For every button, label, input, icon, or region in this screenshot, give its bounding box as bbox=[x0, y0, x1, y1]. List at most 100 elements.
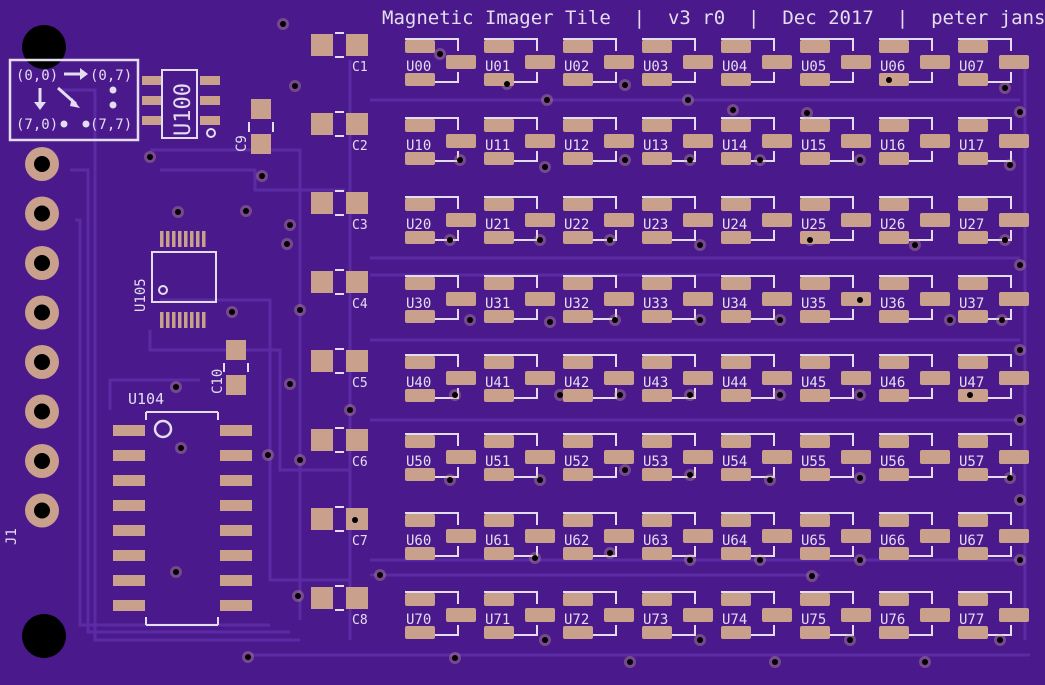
sensor-label: U47 bbox=[959, 375, 984, 391]
via-hole bbox=[292, 83, 298, 89]
sensor-pad bbox=[879, 626, 909, 639]
sensor-u06: U06 bbox=[879, 38, 950, 86]
sensor-pad bbox=[446, 134, 476, 148]
sensor-pad bbox=[683, 292, 713, 306]
cap-pad bbox=[311, 113, 333, 135]
via-hole bbox=[847, 637, 853, 643]
via-hole bbox=[886, 77, 892, 83]
sensor-u56: U56 bbox=[879, 433, 950, 481]
sensor-pad bbox=[958, 73, 988, 86]
sensor-pad bbox=[604, 450, 634, 464]
sensor-label: U06 bbox=[880, 59, 905, 75]
sensor-pad bbox=[563, 626, 593, 639]
sensor-u24: U24 bbox=[721, 196, 792, 244]
orientation-legend: (0,0) (0,7) (7,0) (7,7) bbox=[8, 58, 140, 142]
sensor-pad bbox=[405, 389, 435, 402]
sensor-u34: U34 bbox=[721, 275, 792, 323]
sensor-pad bbox=[958, 626, 988, 639]
sensor-pad bbox=[841, 608, 871, 622]
sensor-pad bbox=[405, 468, 435, 481]
sensor-pad bbox=[446, 292, 476, 306]
j1-pin-hole bbox=[34, 304, 50, 321]
via-hole bbox=[245, 654, 251, 660]
via-hole bbox=[757, 557, 763, 563]
sensor-pad bbox=[563, 152, 593, 165]
sensor-pad bbox=[800, 468, 830, 481]
sensor-pad bbox=[800, 547, 830, 560]
sensor-label: U01 bbox=[485, 59, 510, 75]
sensor-u23: U23 bbox=[642, 196, 713, 244]
via-hole bbox=[1002, 237, 1008, 243]
sensor-pad bbox=[721, 435, 751, 448]
sensor-pad bbox=[604, 608, 634, 622]
via-hole bbox=[542, 164, 548, 170]
sensor-pad bbox=[563, 40, 593, 53]
sensor-pad bbox=[879, 40, 909, 53]
sensor-pad bbox=[958, 435, 988, 448]
sensor-u52: U52 bbox=[563, 433, 634, 481]
sensor-u72: U72 bbox=[563, 591, 634, 639]
via-hole bbox=[265, 452, 271, 458]
sensor-pad bbox=[604, 134, 634, 148]
sensor-pad bbox=[405, 310, 435, 323]
sensor-pad bbox=[563, 389, 593, 402]
via-hole bbox=[447, 237, 453, 243]
sensor-u67: U67 bbox=[958, 512, 1029, 560]
u104-pad bbox=[113, 475, 145, 486]
sensor-pad bbox=[879, 435, 909, 448]
sensor-pad bbox=[958, 152, 988, 165]
sensor-pad bbox=[405, 593, 435, 606]
via-hole bbox=[997, 637, 1003, 643]
sensor-pad bbox=[484, 514, 514, 527]
sensor-pad bbox=[405, 73, 435, 86]
u104-pad bbox=[220, 525, 252, 536]
sensor-pad bbox=[762, 608, 792, 622]
sensor-label: U27 bbox=[959, 217, 984, 233]
sensor-pad bbox=[604, 371, 634, 385]
sensor-pad bbox=[563, 547, 593, 560]
via-hole bbox=[607, 237, 613, 243]
via-hole bbox=[687, 157, 693, 163]
u105-pad bbox=[190, 312, 194, 328]
sensor-pad bbox=[563, 73, 593, 86]
board-title: Magnetic Imager Tile | v3 r0 | Dec 2017 … bbox=[382, 7, 1045, 29]
sensor-pad bbox=[525, 292, 555, 306]
via-hole bbox=[622, 157, 628, 163]
sensor-pad bbox=[683, 450, 713, 464]
sensor-label: U46 bbox=[880, 375, 905, 391]
sensor-pad bbox=[642, 40, 672, 53]
sensor-pad bbox=[879, 593, 909, 606]
sensor-pad bbox=[721, 593, 751, 606]
j1-pin-hole bbox=[34, 205, 50, 222]
cap-label: C2 bbox=[352, 139, 368, 154]
sensor-u16: U16 bbox=[879, 117, 950, 165]
via-hole bbox=[1017, 262, 1023, 268]
via-hole bbox=[259, 173, 265, 179]
sensor-label: U32 bbox=[564, 296, 589, 312]
cap-pad bbox=[311, 34, 333, 56]
via-hole bbox=[685, 97, 691, 103]
sensor-u37: U37 bbox=[958, 275, 1029, 323]
sensor-pad bbox=[800, 626, 830, 639]
sensor-u51: U51 bbox=[484, 433, 555, 481]
sensor-pad bbox=[642, 547, 672, 560]
sensor-pad bbox=[642, 73, 672, 86]
u104-pad bbox=[113, 575, 145, 586]
sensor-pad bbox=[405, 547, 435, 560]
u104-pad bbox=[113, 525, 145, 536]
sensor-label: U66 bbox=[880, 533, 905, 549]
via-hole bbox=[857, 392, 863, 398]
sensor-label: U67 bbox=[959, 533, 984, 549]
sensor-pad bbox=[405, 514, 435, 527]
sensor-pad bbox=[563, 277, 593, 290]
sensor-label: U62 bbox=[564, 533, 589, 549]
sensor-pad bbox=[841, 450, 871, 464]
sensor-label: U53 bbox=[643, 454, 668, 470]
cap-label: C1 bbox=[352, 60, 368, 75]
orientation-tr: (0,7) bbox=[90, 68, 132, 84]
sensor-pad bbox=[800, 310, 830, 323]
sensor-u53: U53 bbox=[642, 433, 713, 481]
sensor-u57: U57 bbox=[958, 433, 1029, 481]
sensor-pad bbox=[721, 356, 751, 369]
